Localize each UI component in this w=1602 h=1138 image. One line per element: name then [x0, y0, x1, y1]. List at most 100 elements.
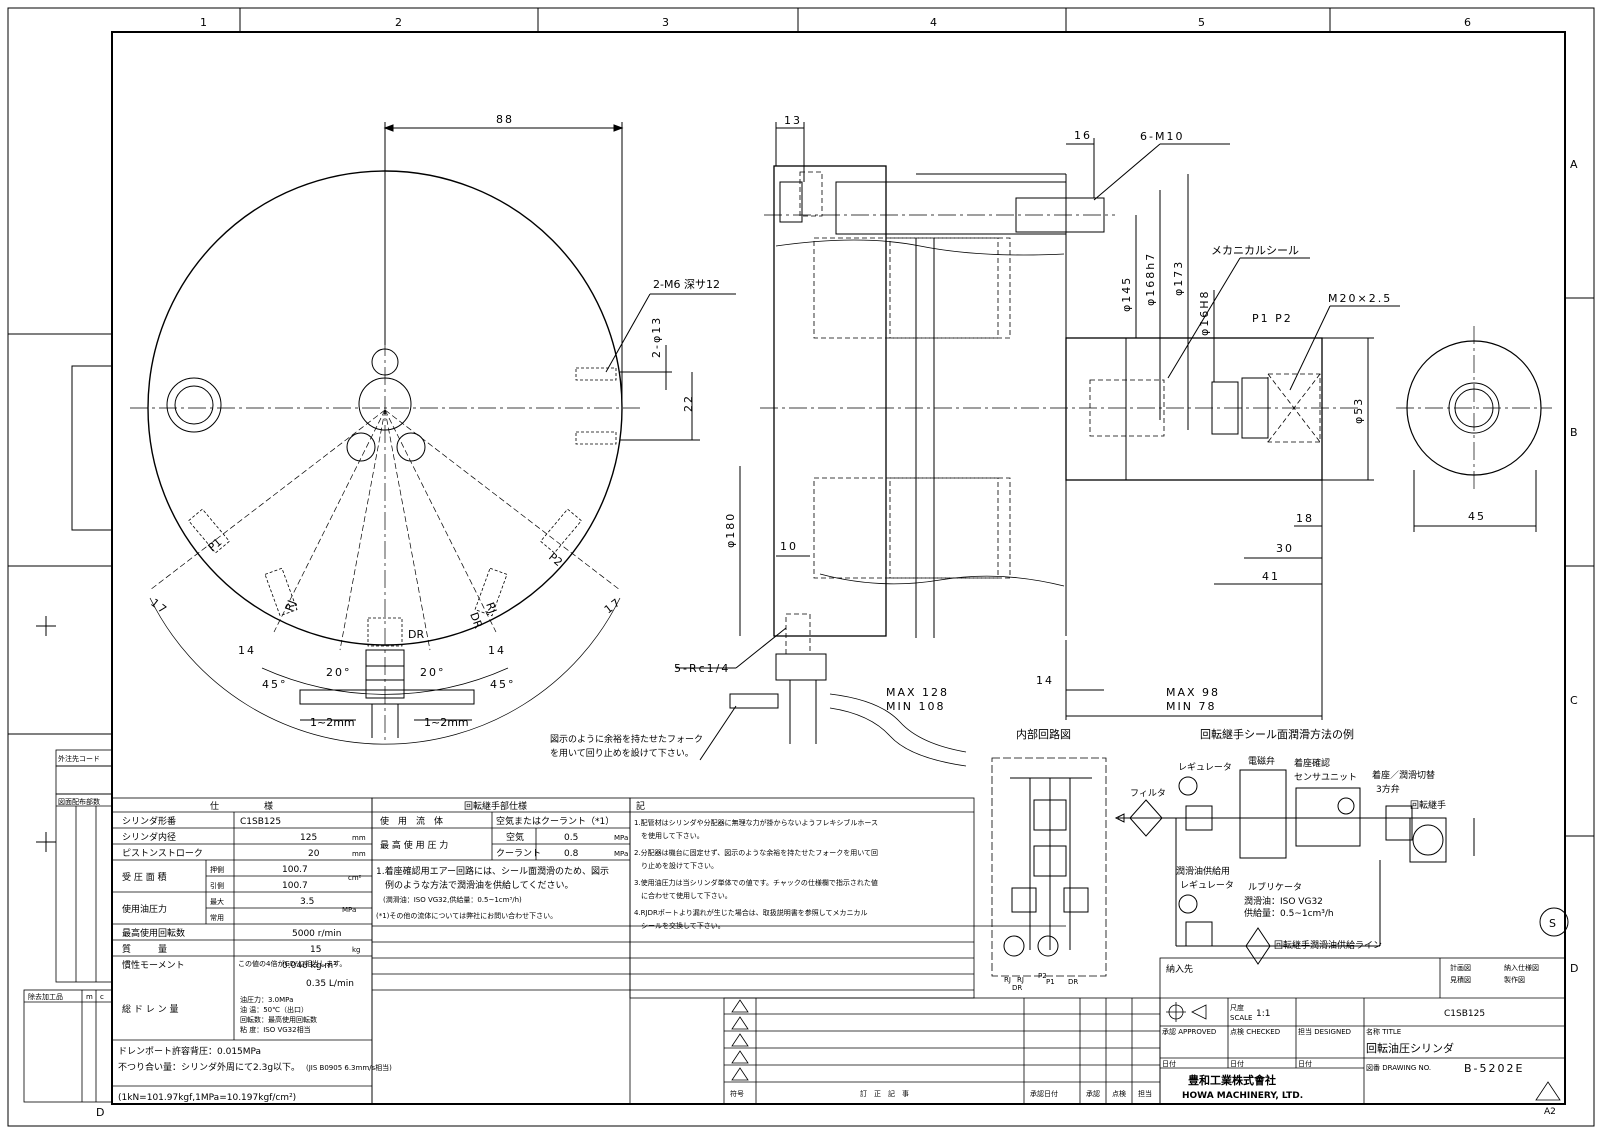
spec-drain-cond-2: 油 温：50℃（出口）: [240, 1005, 308, 1014]
spec-speed-value: 5000 r/min: [292, 929, 341, 939]
dia-173: φ173: [1172, 260, 1185, 296]
spec-bore-label: シリンダ内径: [122, 831, 176, 843]
rev-header-charge: 担当: [1138, 1089, 1152, 1098]
spec-conversion: (1kN=101.97kgf,1MPa=10.197kgf/cm²): [118, 1093, 296, 1103]
callout-mechanical-seal: メカニカルシール: [1211, 244, 1299, 257]
spec-title: 仕 様: [210, 800, 273, 812]
date-label-3: 日付: [1298, 1059, 1312, 1068]
check-plan: 計画図: [1450, 963, 1471, 972]
dim-18: 18: [1296, 512, 1314, 525]
callout-5-rc: 5-Rc1/4: [674, 662, 730, 675]
dim-17-left: 17: [148, 596, 170, 617]
spec-press-max: 最大: [210, 897, 224, 906]
circuit-port-rj2: RJ: [1017, 976, 1024, 984]
regulator-label: レギュレータ: [1178, 762, 1232, 773]
rev-header-approved: 承認: [1086, 1089, 1100, 1098]
title-block: [1159, 957, 1566, 1105]
circuit-port-p1: P1: [1046, 978, 1055, 986]
grid-row-D-bottom: D: [96, 1106, 104, 1119]
thread-m20: M20×2.5: [1328, 292, 1392, 305]
spec-drain-cond-3: 回転数：最高使用回転数: [240, 1015, 317, 1024]
tolerance-label: 除去加工品: [28, 992, 63, 1001]
spec-stroke-unit: mm: [352, 850, 366, 858]
spec-inertia-note: この値の4倍がGD²に相当します。: [238, 959, 346, 968]
spec-push-label: 押側: [210, 865, 224, 874]
left-margin-labels: 外注先コード 図面配布部数 除去加工品 m c: [28, 754, 104, 1001]
front-view-labels: 88 2-M6 深サ12 2-φ13 22 P1 P2 RJ RJ DR DR …: [148, 113, 720, 729]
spec-unbalance-std: (JIS B0905 6.3mm/s相当): [306, 1063, 392, 1072]
left-margin-tables: [23, 749, 113, 1103]
remarks-line-8: シールを交換して下さい。: [634, 921, 725, 930]
grid-row-B: B: [1570, 426, 1578, 439]
joint-fluid-value: 空気またはクーラント（*1）: [496, 815, 614, 827]
spec-drain-label: 総 ド レ ン 量: [122, 1003, 178, 1015]
spec-table: [111, 797, 373, 1105]
port-DR-right: DR: [467, 611, 485, 631]
seat-sensor-label-1: 着座確認: [1294, 757, 1330, 769]
spec-mass-label: 質 量: [122, 943, 167, 955]
spec-mass-value: 15: [310, 945, 321, 955]
grid-col-1: 1: [200, 16, 207, 29]
circuit-title: 内部回路図: [1016, 727, 1071, 741]
dia-145: φ145: [1120, 276, 1133, 312]
dim-10: 10: [780, 540, 798, 553]
grid-col-5: 5: [1198, 16, 1205, 29]
rev-header-content: 訂 正 記 事: [860, 1089, 909, 1098]
seat-sensor-label-2: センサユニット: [1294, 772, 1357, 783]
grid-labels: 1 2 3 4 5 6 A B C D D: [96, 16, 1578, 1119]
grid-row-A: A: [1570, 158, 1578, 171]
spec-area-label: 受 圧 面 積: [122, 871, 167, 883]
joint-spec-title: 回転継手部仕様: [464, 800, 527, 812]
internal-circuit: [991, 757, 1107, 977]
date-label-2: 日付: [1230, 1059, 1244, 1068]
dim-41: 41: [1262, 570, 1280, 583]
tolerance-col-c: c: [100, 993, 104, 1001]
gap-left: 1~2mm: [310, 716, 355, 729]
supply-line-label: 回転継手潤滑油供給ライン: [1274, 939, 1382, 951]
drawing-number-label: 図番 DRAWING NO.: [1366, 1064, 1431, 1072]
lubrication-labels: 回転継手シール面潤滑方法の例 フィルタ レギュレータ 電磁弁 着座確認 センサユ…: [1130, 727, 1556, 951]
dim-17-right: 17: [602, 595, 624, 616]
lube-supply-label-1: 潤滑油供給用: [1176, 865, 1230, 877]
joint-note-3: (潤滑油：ISO VG32,供給量：0.5~1cm³/h): [376, 895, 522, 904]
spec-push-value: 100.7: [282, 865, 308, 875]
stroke-min-left: MIN 108: [886, 700, 945, 713]
spec-model-value: C1SB125: [240, 817, 281, 827]
gap-right: 1~2mm: [424, 716, 469, 729]
remarks-labels: 記 1.配管材はシリンダや分配器に無理な力が掛からないようフレキシブルホース を…: [634, 800, 878, 930]
grid-col-3: 3: [662, 16, 669, 29]
spec-inertia-value: 0.046 kg·m²: [282, 961, 337, 971]
angle-20-right: 20°: [420, 666, 446, 679]
distribution-label: 図面配布部数: [58, 797, 100, 806]
front-view: [130, 122, 736, 745]
grid-col-2: 2: [395, 16, 402, 29]
joint-coolant-value: 0.8: [564, 849, 579, 859]
spec-bore-value: 125: [300, 833, 317, 843]
side-view: [676, 122, 1552, 767]
dia-180: φ180: [724, 512, 737, 548]
lube-oil-label: 潤滑油：ISO VG32: [1244, 895, 1323, 907]
rev-header-date: 承認日付: [1030, 1089, 1058, 1098]
spec-drain-cond-4: 粘 度：ISO VG32相当: [240, 1025, 311, 1034]
angle-45-right: 45°: [490, 678, 516, 691]
grid-row-C: C: [1570, 694, 1578, 707]
joint-spec-table: [371, 797, 1066, 1105]
lube-rate-label: 供給量：0.5~1cm³/h: [1244, 907, 1334, 919]
rotary-joint-label: 回転継手: [1410, 799, 1446, 811]
port-RJ-right: RJ: [483, 601, 499, 616]
side-view-labels: 13 16 6-M10 メカニカルシール φ145 φ168h7 φ173 φ1…: [550, 114, 1484, 759]
joint-unit-coolant: MPa: [614, 850, 628, 858]
joint-note-4: (*1)その他の流体については弊社にお問い合わせ下さい。: [376, 911, 557, 920]
dim-14-side: 14: [1036, 674, 1054, 687]
scale-label: 尺度: [1230, 1003, 1244, 1012]
rev-header-checked: 点検: [1112, 1089, 1126, 1098]
port-P1: P1: [206, 536, 225, 555]
joint-note-2: 例のような方法で潤滑油を供給してください。: [376, 879, 573, 891]
solenoid-label: 電磁弁: [1248, 755, 1275, 767]
title-block-labels: 納入先 計画図 納入仕様図 見積図 製作図 尺度 SCALE 1:1 C1SB1…: [1162, 963, 1556, 1117]
remarks-line-6: に合わせて使用して下さい。: [634, 891, 732, 900]
remarks-line-5: 3.使用油圧力は当シリンダ単体での値です。チャックの仕様欄で指示された値: [634, 878, 878, 887]
spec-area-unit: cm²: [348, 874, 362, 882]
angle-45-left: 45°: [262, 678, 288, 691]
